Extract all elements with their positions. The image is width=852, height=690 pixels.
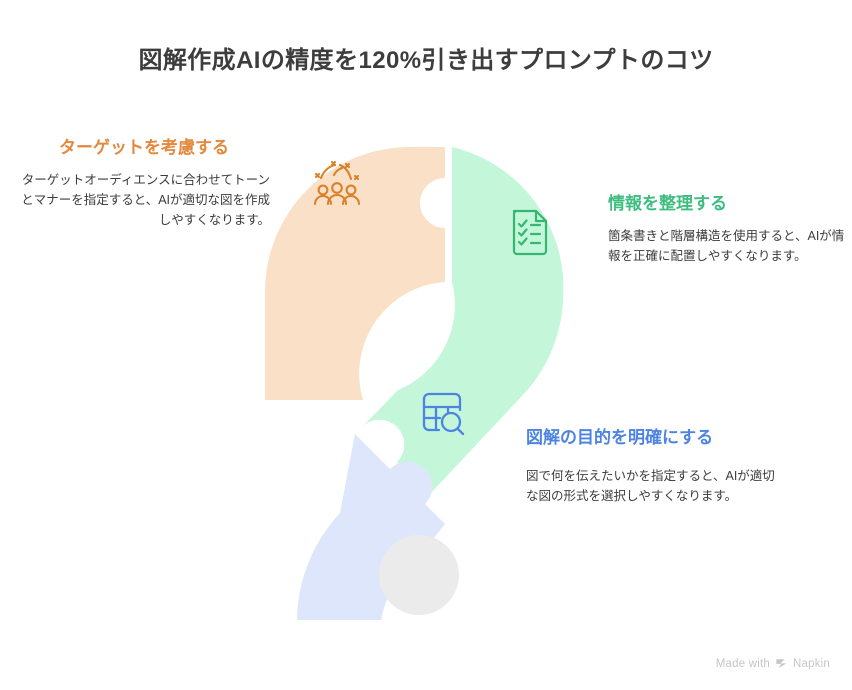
question-mark-dot-shape: [379, 535, 459, 615]
callout-purpose: 図解の目的を明確にする 図で何を伝えたいかを指定すると、AIが適切な図の形式を選…: [526, 427, 778, 506]
callout-purpose-body: 図で何を伝えたいかを指定すると、AIが適切な図の形式を選択しやすくなります。: [526, 468, 775, 504]
celebration-people-icon: [313, 160, 361, 206]
napkin-watermark: Made with Napkin: [716, 657, 830, 670]
callout-target: ターゲットを考慮する ターゲットオーディエンスに合わせてトーンとマナーを指定する…: [18, 137, 270, 231]
checklist-document-icon: [512, 209, 548, 256]
watermark-brand: Napkin: [793, 657, 830, 670]
page-title: 図解作成AIの精度を120%引き出すプロンプトのコツ: [138, 47, 714, 74]
watermark-prefix: Made with: [715, 657, 770, 670]
question-mark-jigsaw-diagram: [245, 100, 575, 620]
callout-organize-body: 箇条書きと階層構造を使用すると、AIが情報を正確に配置しやすくなります。: [608, 228, 845, 264]
table-search-icon: [422, 392, 465, 436]
puzzle-piece-target: [265, 147, 445, 400]
callout-organize: 情報を整理する 箇条書きと階層構造を使用すると、AIが情報を正確に配置しやすくな…: [608, 193, 848, 266]
callout-purpose-heading: 図解の目的を明確にする: [526, 428, 714, 447]
callout-target-heading: ターゲットを考慮する: [59, 138, 229, 157]
napkin-leaf-icon: [776, 659, 787, 669]
callout-target-body: ターゲットオーディエンスに合わせてトーンとマナーを指定すると、AIが適切な図を作…: [21, 172, 270, 228]
callout-organize-heading: 情報を整理する: [608, 194, 727, 213]
